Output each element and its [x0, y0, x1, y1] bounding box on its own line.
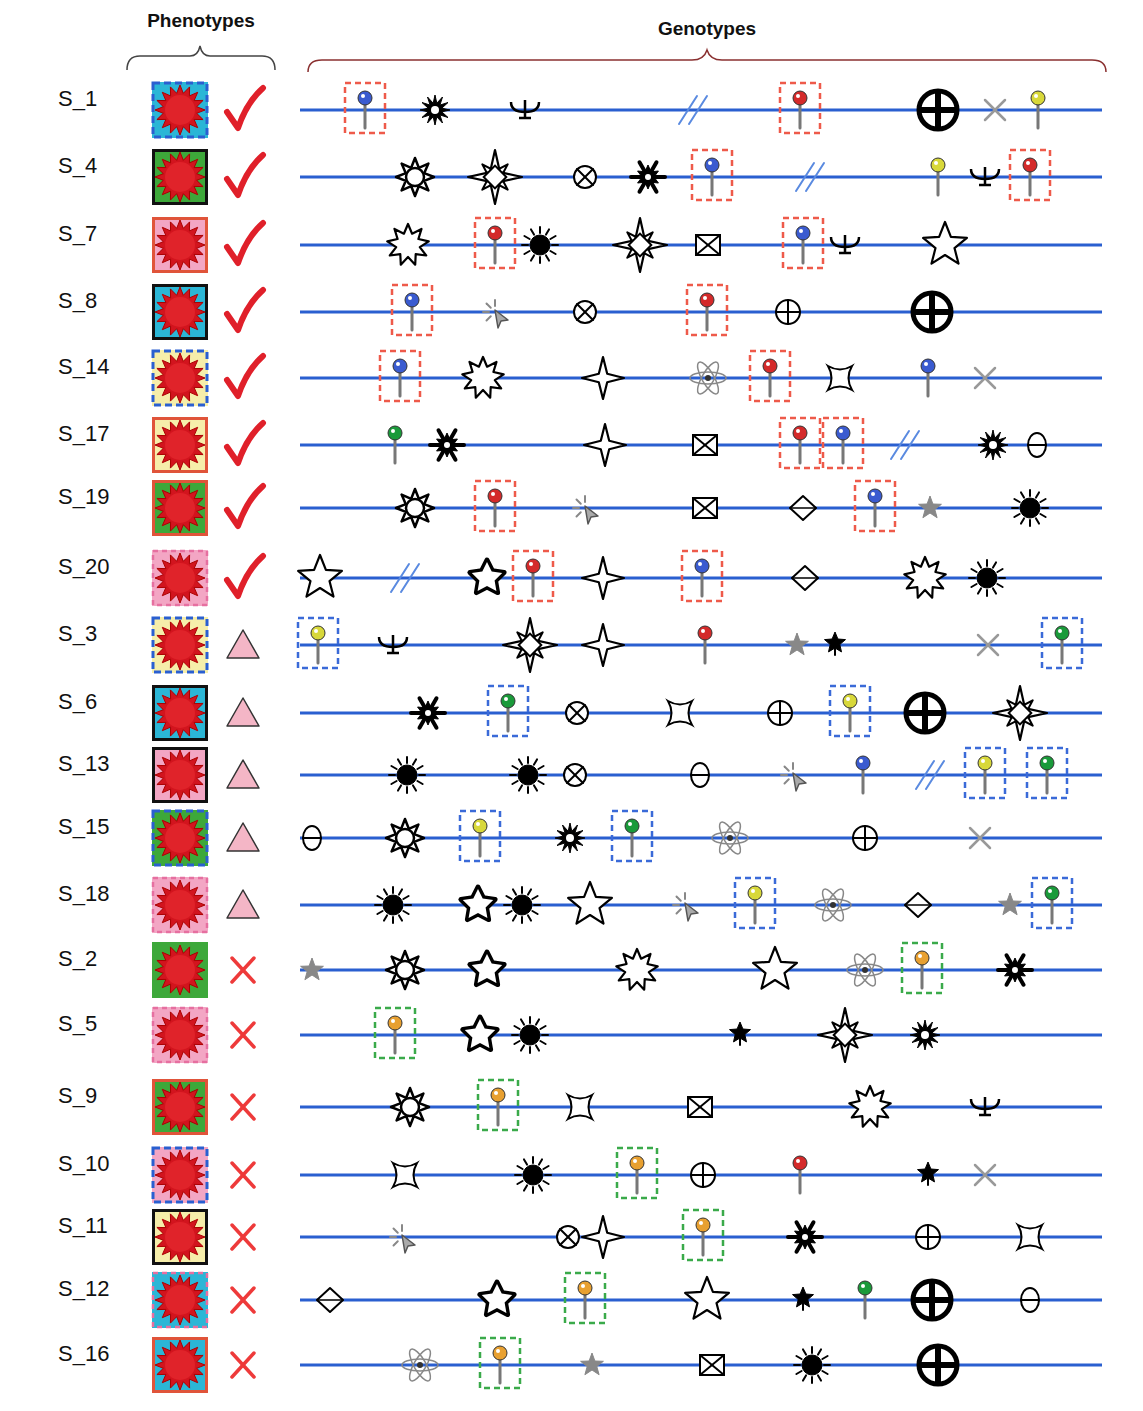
- sample-label: S_7: [58, 221, 97, 247]
- sample-label: S_4: [58, 153, 97, 179]
- sample-label: S_14: [58, 354, 109, 380]
- column-heading: Phenotypes: [147, 10, 255, 32]
- sample-label: S_13: [58, 751, 109, 777]
- sample-label: S_5: [58, 1011, 97, 1037]
- sample-label: S_8: [58, 288, 97, 314]
- sample-label: S_18: [58, 881, 109, 907]
- sample-label: S_11: [58, 1213, 108, 1239]
- sample-label: S_9: [58, 1083, 97, 1109]
- sample-label: S_20: [58, 554, 109, 580]
- sample-label: S_15: [58, 814, 109, 840]
- sample-label: S_17: [58, 421, 109, 447]
- sample-label: S_1: [58, 86, 97, 112]
- sample-label: S_3: [58, 621, 97, 647]
- column-heading: Genotypes: [658, 18, 756, 40]
- sample-label: S_10: [58, 1151, 109, 1177]
- sample-label: S_6: [58, 689, 97, 715]
- sample-label: S_2: [58, 946, 97, 972]
- sample-label: S_12: [58, 1276, 109, 1302]
- sample-label: S_19: [58, 484, 109, 510]
- sample-label: S_16: [58, 1341, 109, 1367]
